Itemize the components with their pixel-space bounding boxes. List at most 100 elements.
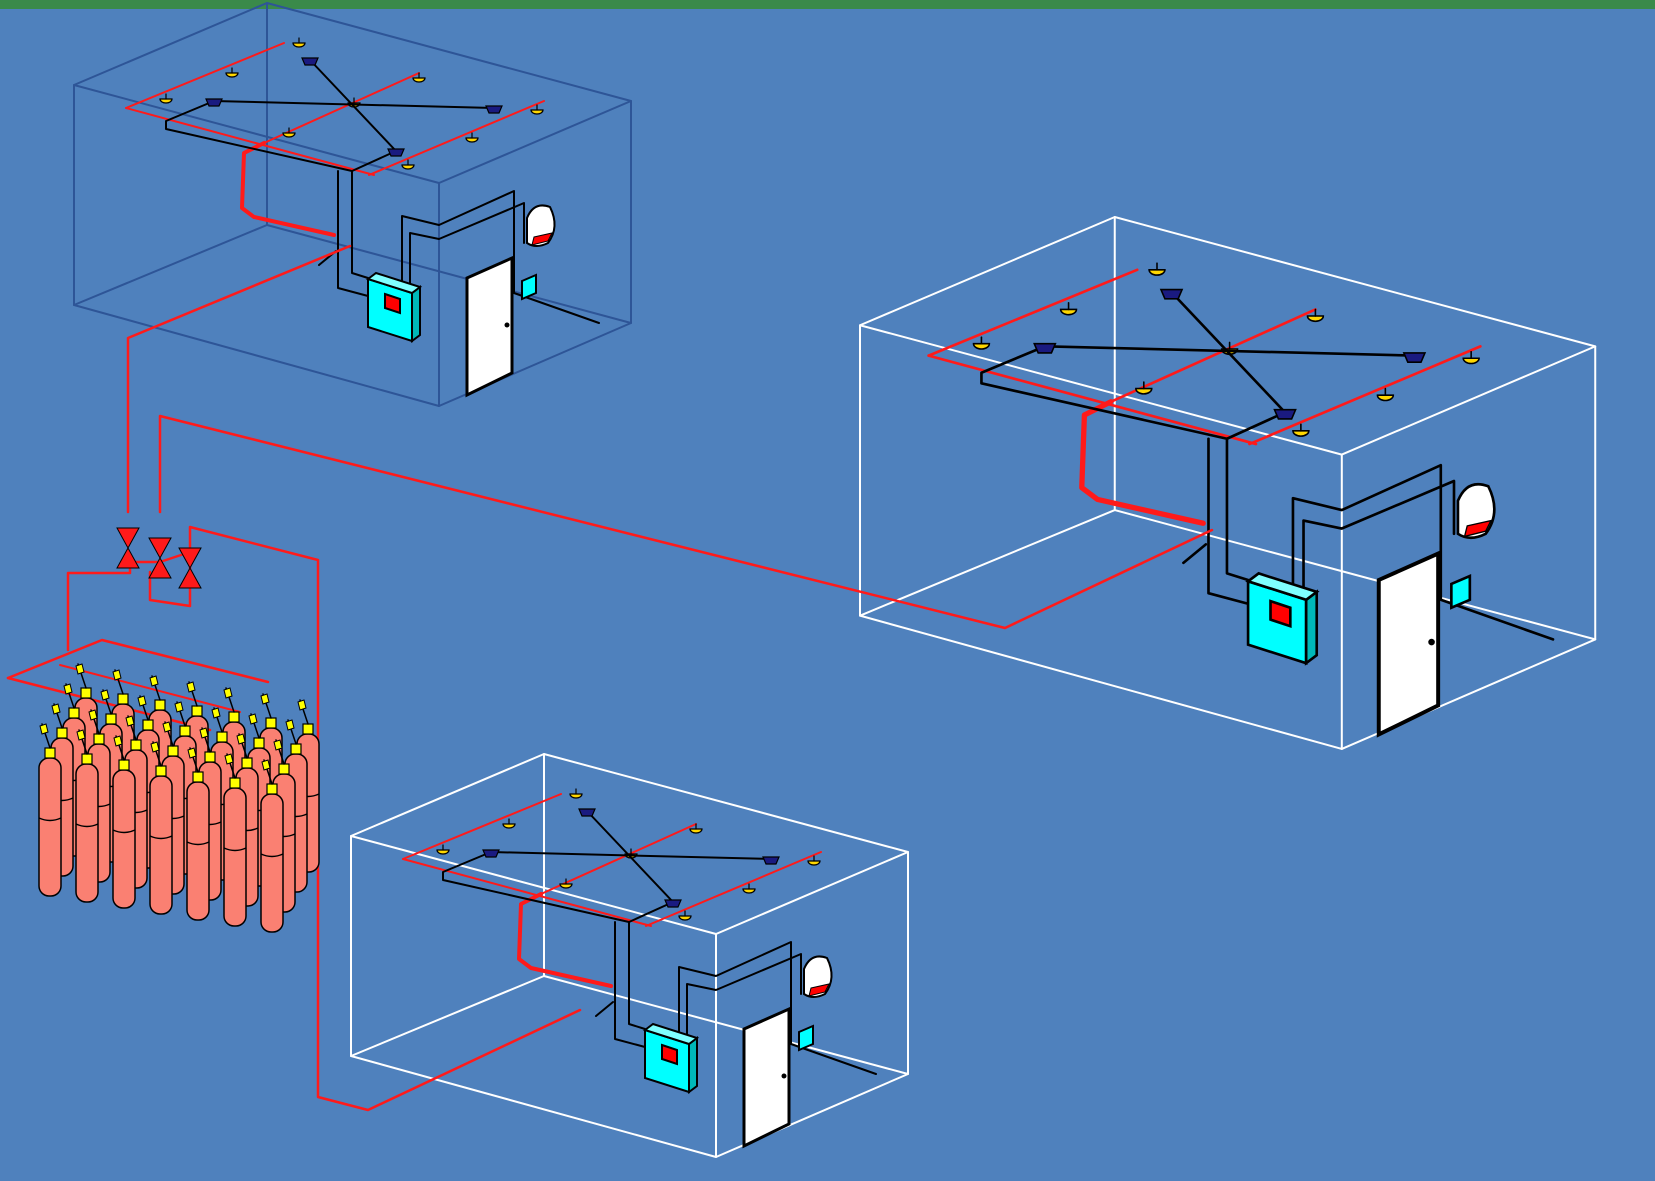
signal-wire [628, 901, 674, 923]
panel-side [411, 285, 421, 343]
cylinder-band [112, 829, 136, 834]
smoke-detector [762, 856, 780, 865]
selector-valve [178, 547, 202, 589]
cylinder-valve [80, 687, 92, 699]
signal-wire [309, 59, 397, 152]
nozzle [689, 823, 703, 834]
signal-wire [1170, 290, 1287, 414]
detector-body [1159, 288, 1184, 300]
branch-pipe [1109, 308, 1317, 404]
detector-body [1273, 408, 1297, 420]
main-pipe [402, 858, 652, 927]
panel-screen [661, 1043, 678, 1066]
door-leaf [1376, 550, 1441, 738]
nozzle-head [1292, 430, 1310, 437]
alarm-horn [803, 955, 833, 998]
control-panel [1245, 571, 1320, 666]
solenoid-actuator [186, 681, 196, 693]
station-body [798, 1024, 814, 1052]
nozzle-head [502, 823, 516, 829]
nozzle-head [412, 77, 426, 83]
nozzle-head [225, 72, 239, 78]
branch-pipe [368, 100, 545, 176]
signal-wire [980, 345, 1250, 582]
signal-wire [1225, 411, 1287, 441]
panel-screen [384, 292, 401, 315]
detector-body [664, 899, 682, 908]
solenoid-actuator [236, 733, 246, 745]
smoke-detector [485, 105, 503, 114]
signal-wire [213, 100, 495, 109]
nozzle-head [678, 915, 692, 921]
solenoid-actuator [248, 713, 258, 725]
room-back-edge [73, 2, 268, 306]
pipe-to-room-2 [158, 414, 1214, 630]
room-2 [859, 216, 1597, 750]
manual-station [1450, 574, 1472, 610]
cylinder-body [38, 757, 62, 897]
nozzle-head [530, 109, 544, 115]
room-1 [73, 2, 632, 407]
riser-pipe [1079, 399, 1206, 526]
nozzle [807, 855, 821, 866]
solenoid-actuator [223, 687, 233, 699]
solenoid-actuator [150, 741, 160, 753]
detector-body [205, 98, 223, 107]
nozzle [282, 127, 296, 138]
agent-cylinder [112, 735, 136, 909]
cylinder-valve [229, 777, 241, 789]
nozzle-head [1148, 269, 1166, 276]
nozzle [225, 67, 239, 78]
riser-pipe [517, 892, 613, 988]
cylinder-valve [253, 737, 265, 749]
cylinder-valve [155, 765, 167, 777]
cylinder-valve [191, 705, 203, 717]
cylinder-valve [154, 699, 166, 711]
header-pipe-mid [59, 664, 241, 713]
solenoid-actuator [149, 675, 159, 687]
cylinder-band [149, 835, 173, 840]
cylinder-valve [130, 739, 142, 751]
valve-upper [148, 537, 172, 560]
manual-station [798, 1024, 814, 1052]
solenoid-actuator [100, 689, 110, 701]
nozzle [292, 37, 306, 48]
solenoid-actuator [113, 735, 123, 747]
signal-wire [442, 851, 646, 1030]
detector-body [482, 849, 500, 858]
panel-side [688, 1036, 698, 1094]
smoke-detector [301, 57, 319, 66]
nozzle-head [689, 828, 703, 834]
horn-light [1463, 519, 1493, 538]
control-panel [365, 271, 423, 343]
agent-cylinder [38, 723, 62, 897]
nozzle-head [465, 137, 479, 143]
valve-upper [178, 547, 202, 570]
door-handle [781, 1073, 787, 1079]
door [742, 1006, 791, 1149]
nozzle [465, 132, 479, 143]
cylinder-valve [117, 693, 129, 705]
smoke-detector [387, 148, 405, 157]
room-back-edge [859, 216, 1116, 617]
cylinder-body [149, 775, 173, 915]
cylinder-band [223, 847, 247, 852]
nozzle [559, 878, 573, 889]
door-leaf [742, 1006, 791, 1149]
solenoid-actuator [261, 759, 271, 771]
manual-release [1182, 543, 1208, 565]
cylinder-valve [265, 717, 277, 729]
manual-release [595, 1001, 614, 1017]
solenoid-actuator [297, 699, 307, 711]
room-top-edge [73, 2, 632, 184]
signal-wire [678, 941, 877, 1075]
signal-wire [401, 190, 600, 324]
cylinder-valve [228, 711, 240, 723]
cylinder-valve [68, 707, 80, 719]
distribution-piping [66, 244, 1214, 1112]
nozzle [1148, 262, 1166, 276]
room-front-edge [350, 835, 717, 1158]
room-3 [350, 753, 909, 1158]
cylinder-valve [302, 723, 314, 735]
